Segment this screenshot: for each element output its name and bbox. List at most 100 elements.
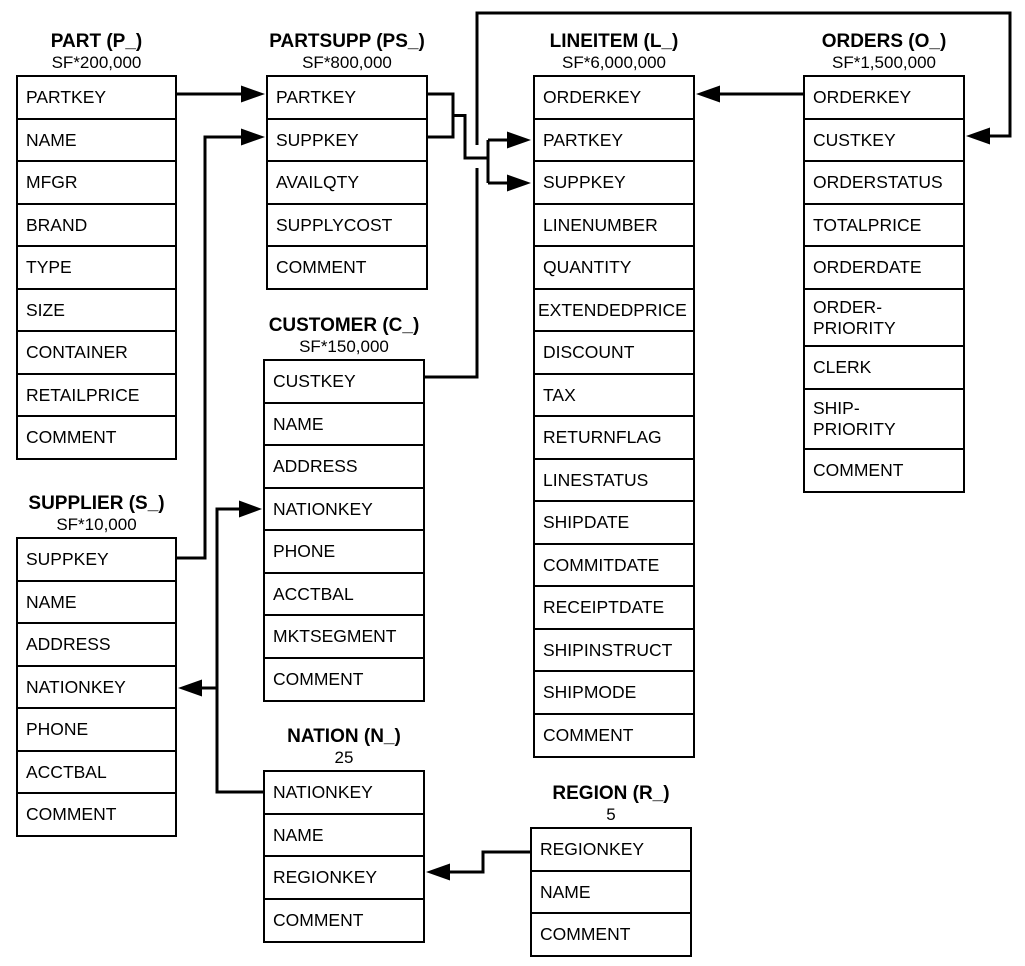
rel-partsupp-lineitem-partkey-arrow-icon: [507, 131, 531, 149]
region-column-regionkey: REGIONKEY: [530, 827, 692, 872]
rel-supplier-partsupp-arrow-icon: [241, 128, 265, 146]
orders-column-totalprice: TOTALPRICE: [803, 202, 965, 248]
lineitem-title: LINEITEM (L_): [549, 31, 679, 52]
rel-partsupp-lineitem-suppkey-arrow-icon: [507, 174, 531, 192]
supplier-column-address: ADDRESS: [16, 622, 177, 667]
rel-region-nation-arrow-icon: [426, 863, 450, 881]
supplier-title: SUPPLIER (S_): [28, 493, 165, 514]
supplier-column-name: NAME: [16, 579, 177, 625]
nation-box: NATIONKEY NAME REGIONKEY COMMENT: [263, 770, 425, 943]
customer-column-phone: PHONE: [263, 529, 425, 574]
part-column-comment: COMMENT: [16, 415, 177, 460]
region-column-comment: COMMENT: [530, 912, 692, 957]
supplier-column-comment: COMMENT: [16, 792, 177, 837]
lineitem-column-tax: TAX: [533, 372, 695, 418]
lineitem-column-linenumber: LINENUMBER: [533, 202, 695, 248]
orders-column-orderstatus: ORDERSTATUS: [803, 160, 965, 205]
region-column-name: NAME: [530, 869, 692, 915]
customer-column-acctbal: ACCTBAL: [263, 571, 425, 617]
lineitem-cardinality: SF*6,000,000: [562, 53, 666, 72]
rel-part-partsupp-arrow-icon: [241, 85, 265, 103]
rel-nation-customer-arrow-icon: [239, 500, 262, 518]
rel-region-nation-line: [450, 850, 530, 874]
nation-column-regionkey: REGIONKEY: [263, 855, 425, 900]
customer-cardinality: SF*150,000: [299, 337, 389, 356]
region-box: REGIONKEY NAME COMMENT: [530, 827, 692, 957]
lineitem-column-shipmode: SHIPMODE: [533, 670, 695, 715]
supplier-column-nationkey: NATIONKEY: [16, 664, 177, 710]
table-supplier: SUPPLIER (S_) SF*10,000 SUPPKEY NAME ADD…: [16, 492, 177, 837]
lineitem-column-comment: COMMENT: [533, 712, 695, 758]
lineitem-column-shipdate: SHIPDATE: [533, 500, 695, 545]
rel-partsupp-lineitem-trunk-line: [453, 114, 488, 160]
orders-column-custkey: CUSTKEY: [803, 117, 965, 163]
rel-partsupp-bracket-line: [428, 92, 455, 139]
table-customer: CUSTOMER (C_) SF*150,000 CUSTKEY NAME AD…: [263, 314, 425, 702]
orders-column-shippriority: SHIP- PRIORITY: [803, 387, 965, 450]
partsupp-column-partkey: PARTKEY: [266, 75, 428, 120]
lineitem-column-orderkey: ORDERKEY: [533, 75, 695, 120]
part-column-size: SIZE: [16, 287, 177, 333]
part-column-partkey: PARTKEY: [16, 75, 177, 120]
part-cardinality: SF*200,000: [51, 53, 142, 72]
orders-cardinality: SF*1,500,000: [832, 53, 936, 72]
table-partsupp: PARTSUPP (PS_) SF*800,000 PARTKEY SUPPKE…: [266, 30, 428, 290]
orders-column-orderdate: ORDERDATE: [803, 245, 965, 290]
partsupp-cardinality: SF*800,000: [302, 53, 392, 72]
rel-supplier-partsupp-line: [177, 135, 241, 560]
lineitem-column-partkey: PARTKEY: [533, 117, 695, 163]
customer-column-mktsegment: MKTSEGMENT: [263, 614, 425, 659]
partsupp-column-comment: COMMENT: [266, 245, 428, 290]
partsupp-column-suppkey: SUPPKEY: [266, 117, 428, 163]
orders-column-comment: COMMENT: [803, 447, 965, 493]
part-column-container: CONTAINER: [16, 330, 177, 375]
part-column-brand: BRAND: [16, 202, 177, 248]
orders-column-clerk: CLERK: [803, 345, 965, 390]
orders-header: ORDERS (O_) SF*1,500,000: [803, 30, 965, 75]
rel-customer-orders-arrow-icon: [966, 127, 990, 145]
customer-column-nationkey: NATIONKEY: [263, 486, 425, 532]
supplier-column-suppkey: SUPPKEY: [16, 537, 177, 582]
nation-column-comment: COMMENT: [263, 897, 425, 943]
rel-nation-customer-line: [215, 507, 263, 794]
lineitem-column-shipinstruct: SHIPINSTRUCT: [533, 627, 695, 673]
supplier-box: SUPPKEY NAME ADDRESS NATIONKEY PHONE ACC…: [16, 537, 177, 837]
part-column-mfgr: MFGR: [16, 160, 177, 205]
orders-column-orderpriority: ORDER- PRIORITY: [803, 287, 965, 348]
part-column-name: NAME: [16, 117, 177, 163]
customer-column-name: NAME: [263, 401, 425, 447]
supplier-column-acctbal: ACCTBAL: [16, 749, 177, 795]
customer-header: CUSTOMER (C_) SF*150,000: [263, 314, 425, 359]
region-cardinality: 5: [606, 805, 616, 824]
rel-orders-lineitem-arrow-icon: [696, 85, 720, 103]
part-title: PART (P_): [50, 31, 143, 52]
region-title: REGION (R_): [552, 783, 670, 804]
part-header: PART (P_) SF*200,000: [16, 30, 177, 75]
customer-column-comment: COMMENT: [263, 656, 425, 702]
table-orders: ORDERS (O_) SF*1,500,000 ORDERKEY CUSTKE…: [803, 30, 965, 493]
nation-column-name: NAME: [263, 812, 425, 858]
partsupp-title: PARTSUPP (PS_): [269, 31, 425, 52]
nation-header: NATION (N_) 25: [263, 725, 425, 770]
part-column-type: TYPE: [16, 245, 177, 290]
lineitem-column-returnflag: RETURNFLAG: [533, 415, 695, 460]
customer-column-custkey: CUSTKEY: [263, 359, 425, 404]
lineitem-box: ORDERKEY PARTKEY SUPPKEY LINENUMBER QUAN…: [533, 75, 695, 758]
customer-box: CUSTKEY NAME ADDRESS NATIONKEY PHONE ACC…: [263, 359, 425, 702]
supplier-cardinality: SF*10,000: [56, 515, 137, 534]
customer-column-address: ADDRESS: [263, 444, 425, 489]
rel-nation-supplier-arrow-icon: [178, 679, 202, 697]
nation-cardinality: 25: [334, 748, 354, 767]
rel-customer-orders-line-lower: [425, 168, 479, 379]
orders-title: ORDERS (O_): [821, 31, 947, 52]
customer-title: CUSTOMER (C_): [268, 315, 420, 336]
lineitem-header: LINEITEM (L_) SF*6,000,000: [533, 30, 695, 75]
region-header: REGION (R_) 5: [530, 782, 692, 827]
table-part: PART (P_) SF*200,000 PARTKEY NAME MFGR B…: [16, 30, 177, 460]
nation-column-nationkey: NATIONKEY: [263, 770, 425, 815]
orders-box: ORDERKEY CUSTKEY ORDERSTATUS TOTALPRICE …: [803, 75, 965, 493]
lineitem-column-quantity: QUANTITY: [533, 245, 695, 290]
nation-title: NATION (N_): [287, 726, 401, 747]
table-region: REGION (R_) 5 REGIONKEY NAME COMMENT: [530, 782, 692, 957]
